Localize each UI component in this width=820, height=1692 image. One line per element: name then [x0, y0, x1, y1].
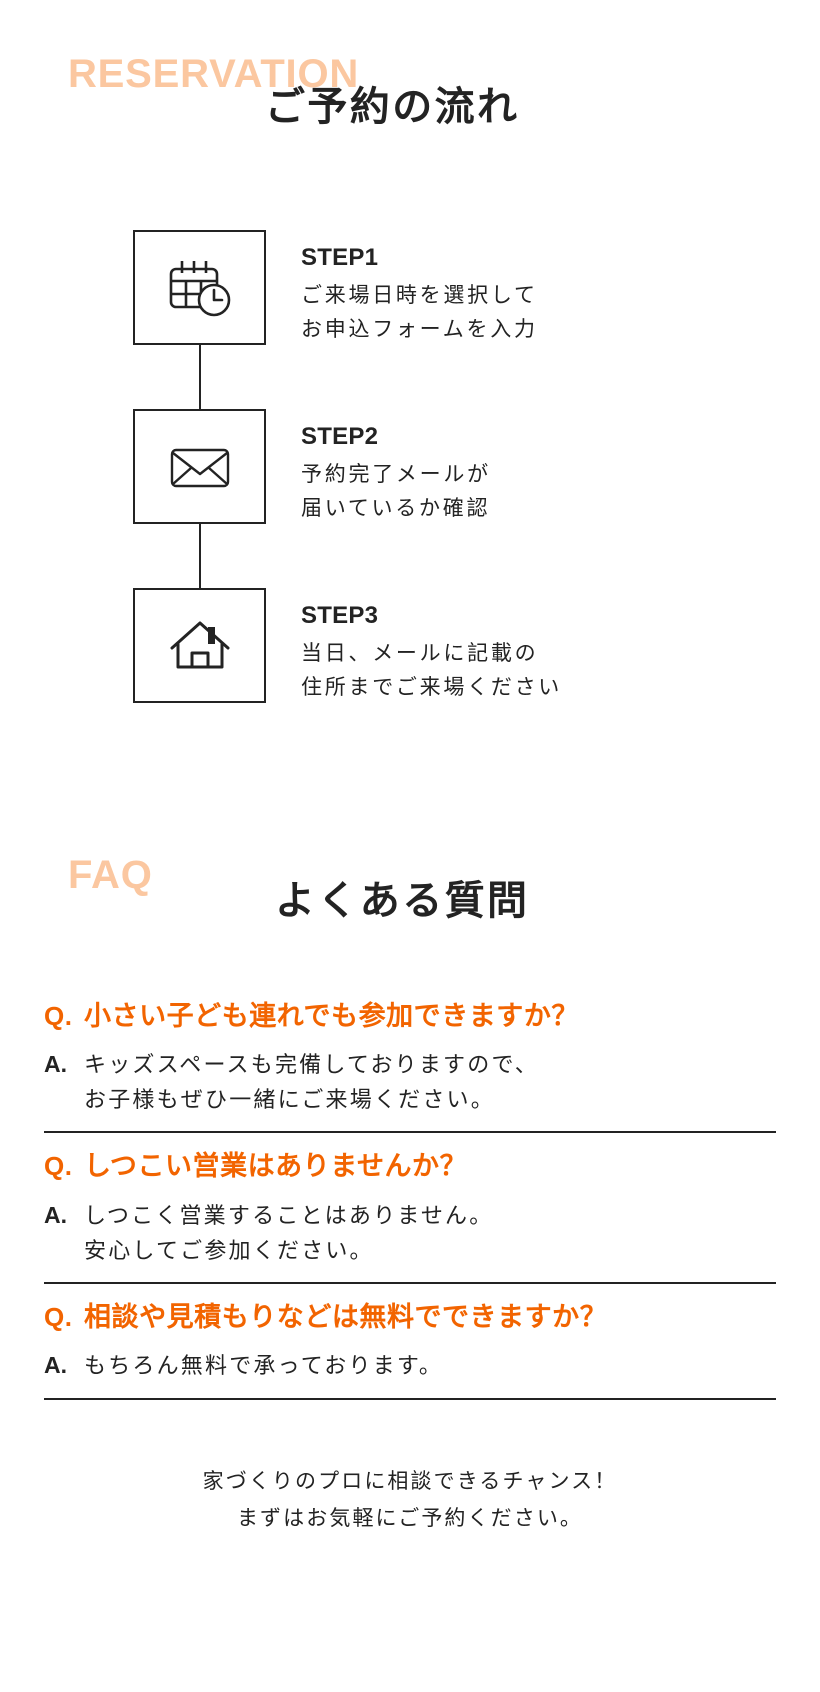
question-marker: Q. [44, 1301, 73, 1332]
faq-item[interactable]: Q. 相談や見積もりなどは無料でできますか？ A. もちろん無料で承っております… [44, 1300, 776, 1416]
footer-note: 家づくりのプロに相談できるチャンス！ まずはお気軽にご予約ください。 [202, 1469, 618, 1530]
reservation-section-heading: RESERVATION ご予約の流れ [0, 52, 820, 162]
faq-answer-text: しつこく営業することはありません。 安心してご参加ください。 [84, 1202, 494, 1263]
step-text-block: STEP2 予約完了メールが 届いているか確認 [301, 409, 491, 526]
faq-answer-row: A. キッズスペースも完備しておりますので、 お子様もぜひ一緒にご来場ください。 [44, 1046, 776, 1117]
step-item: STEP2 予約完了メールが 届いているか確認 [133, 409, 820, 588]
faq-question-text: 小さい子ども連れでも参加できますか？ [84, 1001, 579, 1031]
question-marker: Q. [44, 1001, 73, 1031]
step-description: 予約完了メールが 届いているか確認 [301, 462, 491, 520]
envelope-icon [168, 442, 232, 492]
answer-marker: A. [44, 1201, 67, 1228]
faq-divider [44, 1281, 776, 1284]
question-marker: Q. [44, 1151, 73, 1182]
step-icon-box [133, 230, 266, 345]
faq-heading-english: FAQ [68, 853, 153, 897]
faq-answer-row: A. しつこく営業することはありません。 安心してご参加ください。 [44, 1197, 776, 1268]
faq-section-heading: FAQ よくある質問 [0, 843, 820, 953]
faq-heading-japanese: よくある質問 [275, 879, 530, 923]
house-icon [167, 617, 233, 675]
step-text-block: STEP3 当日、メールに記載の 住所までご来場ください [301, 588, 562, 705]
answer-marker: A. [44, 1051, 67, 1078]
step-icon-box [133, 409, 266, 524]
faq-list: Q. 小さい子ども連れでも参加できますか？ A. キッズスペースも完備しておりま… [0, 999, 820, 1416]
faq-divider [44, 1131, 776, 1134]
step-title: STEP3 [301, 602, 379, 629]
faq-question-row: Q. 小さい子ども連れでも参加できますか？ [44, 999, 776, 1034]
faq-item[interactable]: Q. しつこい営業はありませんか？ A. しつこく営業することはありません。 安… [44, 1149, 776, 1299]
step-connector-line [199, 345, 201, 409]
faq-answer-row: A. もちろん無料で承っております。 [44, 1347, 776, 1384]
faq-question-row: Q. しつこい営業はありませんか？ [44, 1149, 776, 1184]
faq-answer-text: もちろん無料で承っております。 [84, 1353, 444, 1379]
faq-item[interactable]: Q. 小さい子ども連れでも参加できますか？ A. キッズスペースも完備しておりま… [44, 999, 776, 1149]
faq-divider [44, 1397, 776, 1400]
faq-question-text: しつこい営業はありませんか？ [84, 1151, 468, 1182]
faq-question-text: 相談や見積もりなどは無料でできますか？ [84, 1301, 608, 1332]
step-title: STEP1 [301, 244, 379, 271]
reservation-steps-list: STEP1 ご来場日時を選択して お申込フォームを入力 STEP2 予約完了メー… [0, 230, 820, 703]
step-text-block: STEP1 ご来場日時を選択して お申込フォームを入力 [301, 230, 538, 347]
step-item: STEP1 ご来場日時を選択して お申込フォームを入力 [133, 230, 820, 409]
step-connector-line [199, 524, 201, 588]
step-title: STEP2 [301, 423, 379, 450]
step-icon-box [133, 588, 266, 703]
step-item: STEP3 当日、メールに記載の 住所までご来場ください [133, 588, 820, 703]
reservation-heading-english: RESERVATION [68, 52, 360, 96]
reservation-heading-japanese: ご予約の流れ [265, 85, 520, 129]
faq-answer-text: キッズスペースも完備しておりますので、 お子様もぜひ一緒にご来場ください。 [84, 1052, 539, 1113]
faq-question-row: Q. 相談や見積もりなどは無料でできますか？ [44, 1300, 776, 1335]
answer-marker: A. [44, 1352, 67, 1379]
step-description: ご来場日時を選択して お申込フォームを入力 [301, 283, 538, 341]
step-description: 当日、メールに記載の 住所までご来場ください [301, 641, 563, 699]
calendar-clock-icon [164, 256, 236, 320]
